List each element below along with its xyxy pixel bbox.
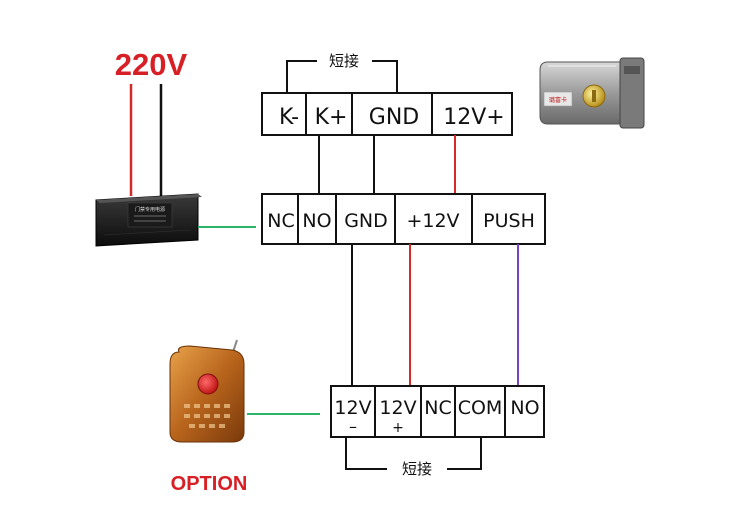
controller-terminal-no: NO	[302, 210, 331, 232]
receiver-terminal-12v-plus-sign: +	[392, 420, 404, 436]
receiver-terminal-12v-minus-sign: –	[349, 417, 357, 436]
receiver-terminal-nc: NC	[424, 397, 451, 419]
lock-terminal-12v-plus: 12V+	[443, 105, 504, 130]
receiver-short-label: 短接	[402, 460, 432, 478]
option-label: OPTION	[171, 473, 248, 495]
lock-terminal-block: K- K+ GND 12V+	[261, 92, 513, 136]
lock-badge: 璐富卡	[549, 96, 567, 104]
power-supply-unit: 门禁专用电源	[95, 193, 202, 247]
receiver-terminal-com: COM	[458, 397, 503, 419]
receiver-terminal-12v-plus: 12V	[379, 397, 416, 419]
controller-terminal-gnd: GND	[344, 210, 388, 232]
receiver-terminal-12v-minus: 12V	[334, 397, 371, 419]
power-label: 220V	[115, 47, 188, 82]
lock-short-label: 短接	[329, 52, 359, 70]
lock-terminal-k-plus: K+	[315, 105, 348, 130]
controller-terminal-block: NC NO GND +12V PUSH	[261, 193, 546, 245]
controller-terminal-12v: +12V	[406, 210, 459, 232]
controller-terminal-push: PUSH	[483, 210, 535, 232]
electric-lock: 璐富卡	[539, 57, 645, 129]
controller-terminal-nc: NC	[267, 210, 294, 232]
remote-button-icon	[197, 373, 219, 395]
lock-terminal-gnd: GND	[369, 105, 419, 130]
receiver-terminal-no: NO	[510, 397, 539, 419]
receiver-short-bracket	[345, 437, 387, 470]
lock-terminal-k-minus: K-	[279, 105, 299, 130]
lock-short-bracket	[286, 60, 317, 93]
receiver-terminal-block: 12V – 12V + NC COM NO	[330, 385, 545, 438]
psu-label: 门禁专用电源	[135, 206, 165, 213]
remote-fob	[169, 339, 245, 443]
